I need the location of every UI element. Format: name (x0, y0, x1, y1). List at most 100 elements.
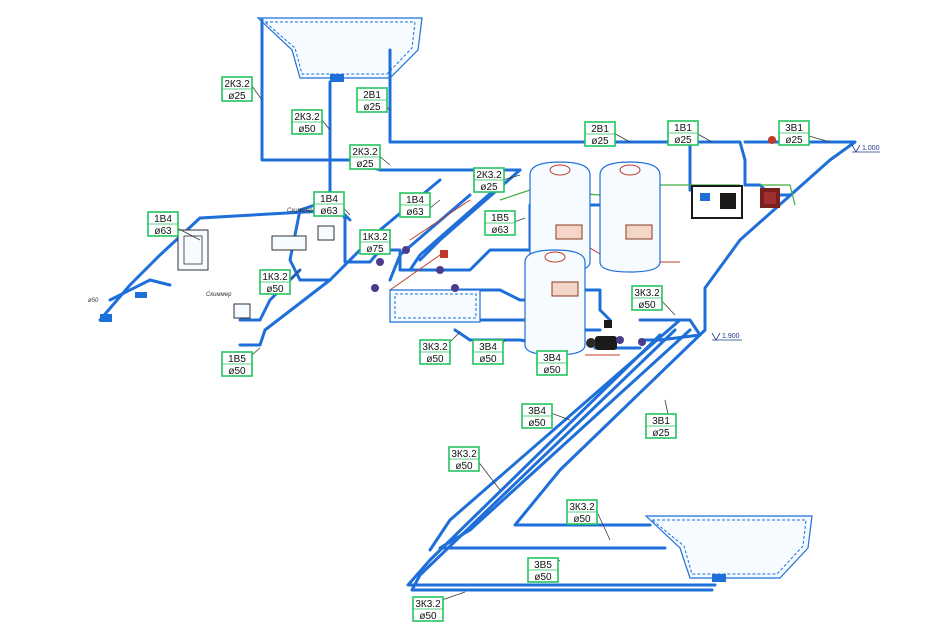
pipe-tag-code: 1В4 (154, 214, 172, 225)
upper-pool-basin (256, 17, 423, 82)
pipe-tag-code: 1В5 (491, 213, 509, 224)
lower-pool-basin (644, 515, 813, 582)
valve-icon (768, 136, 776, 144)
pipe-tag-diameter: ø75 (366, 244, 384, 255)
pipe-tag-diameter: ø50 (228, 366, 246, 377)
level-label: 1.900 (722, 333, 740, 340)
pipe-tag-code: 3В4 (479, 342, 497, 353)
skimmer-note: Скиммер (206, 292, 232, 298)
pipe-tag-diameter: ø25 (591, 136, 609, 147)
pipe-tag-code: 3К3.2 (422, 342, 448, 353)
pipe-tag-diameter: ø50 (419, 611, 437, 622)
pipe-tag-diameter: ø25 (652, 428, 670, 439)
balance-tank (389, 289, 481, 323)
pipe-tag-code: 3К3.2 (415, 599, 441, 610)
pipe-tag-diameter: ø50 (298, 124, 316, 135)
pipe-tag-code: 3В5 (534, 560, 552, 571)
pool-drain-icon (330, 74, 344, 82)
pipe-tag-code: 1В4 (406, 195, 424, 206)
pipe-tag-code: 3В4 (528, 406, 546, 417)
pipe-tag-code: 2К3.2 (224, 79, 250, 90)
pipe-tag-code: 1В4 (320, 194, 338, 205)
skimmer-note: Скиммер (287, 208, 313, 214)
skimmer-mid (271, 235, 307, 251)
pipe-tag-code: 1К3.2 (362, 232, 388, 243)
level-marker-2: 1.900 (711, 332, 742, 341)
pipe-tag-diameter: ø25 (674, 135, 692, 146)
pipe-tag-diameter: ø50 (426, 354, 444, 365)
pipe-tag-diameter: ø50 (266, 284, 284, 295)
fittings (100, 246, 646, 346)
pipe-tag-diameter: ø63 (320, 206, 338, 217)
pipe-tag-diameter: ø63 (154, 226, 172, 237)
diameter-note: ø50 (88, 298, 99, 304)
pipe-tag-code: 1В5 (228, 354, 246, 365)
pipe-tag-diameter: ø25 (363, 102, 381, 113)
pump-unit (586, 320, 617, 350)
skimmer-box-2 (233, 303, 251, 319)
pipe-tag-diameter: ø25 (356, 159, 374, 170)
pipe-tag-diameter: ø63 (491, 225, 509, 236)
skimmer-box-1 (317, 225, 335, 241)
pipe-tag-diameter: ø50 (534, 572, 552, 583)
pipe-tag-code: 2К3.2 (294, 112, 320, 123)
pipe-tag-diameter: ø63 (406, 207, 424, 218)
heater-unit (760, 136, 780, 208)
pipe-tag-diameter: ø50 (455, 461, 473, 472)
pipe-tag-diameter: ø25 (785, 135, 803, 146)
pipe-tag-code: 3К3.2 (451, 449, 477, 460)
pipe-tag-diameter: ø50 (573, 514, 591, 525)
pool-drain-icon (712, 574, 726, 582)
pipe-tag-diameter: ø50 (479, 354, 497, 365)
filter-tank-3 (524, 249, 586, 356)
pipe-tag-code: 3К3.2 (634, 288, 660, 299)
control-panel (691, 185, 743, 219)
filter-tank-1 (529, 161, 591, 273)
pipe-tag-diameter: ø25 (480, 182, 498, 193)
pipe-tag-code: 3В4 (543, 353, 561, 364)
pipe-tag-code: 2К3.2 (476, 170, 502, 181)
level-label: 1.000 (862, 145, 880, 152)
pipe-tag-code: 2В1 (363, 90, 381, 101)
pipe-tag-code: 3В1 (785, 123, 803, 134)
level-marker-1: 1.000 (851, 144, 880, 153)
pipe-tag-code: 2В1 (591, 124, 609, 135)
filter-tank-2 (599, 161, 661, 273)
pipe-tag-code: 2К3.2 (352, 147, 378, 158)
pipe-tag-diameter: ø50 (638, 300, 656, 311)
pipe-tag-code: 1К3.2 (262, 272, 288, 283)
pipe-tag-code: 3В1 (652, 416, 670, 427)
pipe-tag-diameter: ø25 (228, 91, 246, 102)
pipe-tag-diameter: ø50 (543, 365, 561, 376)
pipe-tag-code: 1В1 (674, 123, 692, 134)
pipe-tag-diameter: ø50 (528, 418, 546, 429)
pipe-tag-code: 3К3.2 (569, 502, 595, 513)
